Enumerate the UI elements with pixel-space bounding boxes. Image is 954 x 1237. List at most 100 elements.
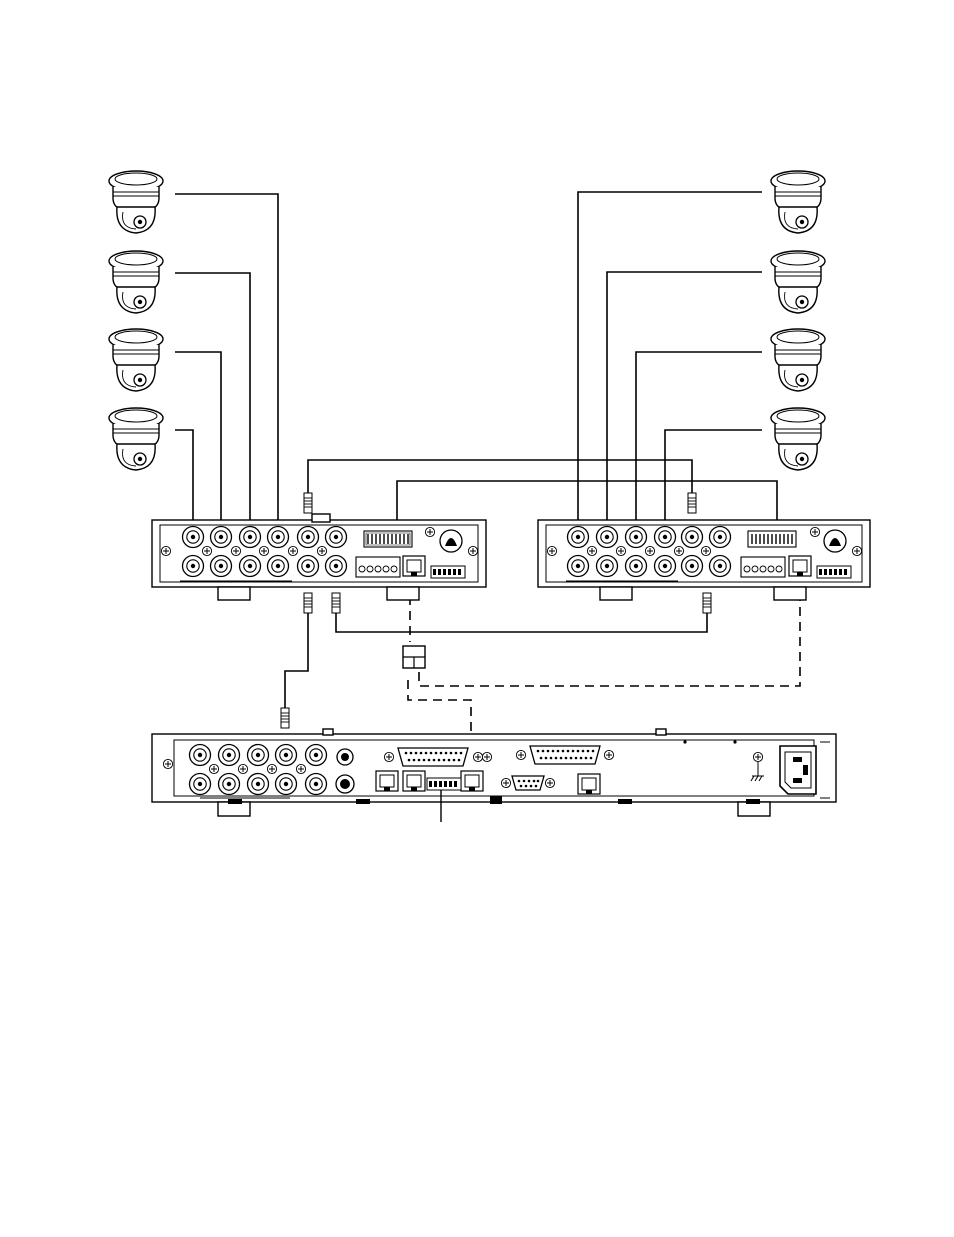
right-camera-group xyxy=(771,171,825,470)
video-output-connector xyxy=(326,527,347,548)
cable-left-camera-4 xyxy=(175,430,193,527)
ground-screw-icon xyxy=(753,752,762,761)
screw-icon xyxy=(501,778,510,787)
camera-cables xyxy=(175,192,762,527)
system-controller xyxy=(152,729,836,822)
video-input-connector xyxy=(276,774,297,795)
video-input-connector xyxy=(568,527,589,548)
bnc-plug-icon xyxy=(703,593,711,613)
video-input-connector xyxy=(268,556,289,577)
cable-right-camera-3 xyxy=(636,352,762,527)
screw-icon xyxy=(425,527,434,536)
bnc-plug-icon xyxy=(304,493,312,513)
dome-camera-icon xyxy=(771,408,825,470)
screw-icon xyxy=(317,546,326,555)
unit-foot xyxy=(387,587,419,600)
dome-camera-icon xyxy=(109,171,163,233)
bnc-plug-icon xyxy=(332,593,340,613)
screw-icon xyxy=(604,750,613,759)
screw-icon xyxy=(810,527,819,536)
right-receiver-unit xyxy=(538,520,870,600)
video-input-connector xyxy=(626,527,647,548)
video-input-connector xyxy=(268,527,289,548)
screw-icon xyxy=(259,546,268,555)
video-input-connector xyxy=(240,556,261,577)
bnc-plug-icon xyxy=(688,493,696,513)
controller-video-cable xyxy=(285,612,308,710)
d-sub-connector xyxy=(398,748,468,766)
video-output-connector xyxy=(682,527,703,548)
video-input-connector xyxy=(211,556,232,577)
video-input-connector xyxy=(568,556,589,577)
left-camera-group xyxy=(109,171,163,470)
dip-switch xyxy=(431,566,465,578)
cable-right-camera-1 xyxy=(578,192,762,527)
screw-icon xyxy=(852,546,861,555)
left-receiver-unit xyxy=(152,514,486,600)
video-input-connector xyxy=(190,745,211,766)
video-input-connector xyxy=(183,527,204,548)
modular-jack xyxy=(789,556,811,576)
modular-jack xyxy=(403,771,425,791)
screw-icon xyxy=(267,764,276,773)
right-unit-modular-dashed-cable xyxy=(419,592,800,686)
screw-icon xyxy=(202,546,211,555)
screw-icon xyxy=(384,752,393,761)
modular-jack xyxy=(461,771,483,791)
modular-jack xyxy=(376,771,398,791)
video-input-connector xyxy=(248,774,269,795)
cable-left-camera-1 xyxy=(175,194,278,527)
dip-switch xyxy=(427,778,461,790)
video-input-connector xyxy=(306,745,327,766)
screw-icon xyxy=(545,778,554,787)
bnc-plug-icon xyxy=(281,708,289,728)
screw-icon xyxy=(587,546,596,555)
data-link-cable xyxy=(397,481,777,524)
screw-icon xyxy=(547,546,556,555)
bnc-plug-icon xyxy=(304,593,312,613)
d-sub-9-connector xyxy=(512,776,544,790)
video-output-connector xyxy=(682,556,703,577)
video-output-connector xyxy=(710,527,731,548)
video-output-connector xyxy=(326,556,347,577)
unit-foot xyxy=(218,802,250,816)
video-input-connector xyxy=(655,527,676,548)
screw-icon xyxy=(163,759,172,768)
video-input-connector xyxy=(248,745,269,766)
cable-right-camera-4 xyxy=(665,430,762,527)
d-sub-connector xyxy=(530,746,600,764)
cable-left-camera-3 xyxy=(175,352,221,527)
screw-icon xyxy=(238,764,247,773)
video-input-connector xyxy=(655,556,676,577)
screw-icon xyxy=(296,764,305,773)
screw-icon xyxy=(209,764,218,773)
video-output-connector xyxy=(298,556,319,577)
video-input-connector xyxy=(219,774,240,795)
video-input-connector xyxy=(240,527,261,548)
video-output-connector xyxy=(298,527,319,548)
modular-jack xyxy=(403,556,425,576)
interconnect-cables xyxy=(285,460,800,760)
screw-icon xyxy=(701,546,710,555)
dome-camera-icon xyxy=(771,251,825,313)
screw-icon xyxy=(473,752,482,761)
unit-foot xyxy=(774,587,806,600)
video-input-connector xyxy=(626,556,647,577)
dip-switch xyxy=(817,566,851,578)
dome-camera-icon xyxy=(109,408,163,470)
dome-camera-icon xyxy=(109,251,163,313)
loop-link-cable xyxy=(336,612,707,632)
unit-foot xyxy=(218,587,250,600)
screw-icon xyxy=(482,752,491,761)
unit-foot xyxy=(600,587,632,600)
screw-icon xyxy=(516,750,525,759)
screw-icon xyxy=(616,546,625,555)
video-input-connector xyxy=(597,556,618,577)
dome-camera-icon xyxy=(109,329,163,391)
video-output-connector xyxy=(710,556,731,577)
video-input-connector xyxy=(183,556,204,577)
screw-icon xyxy=(468,546,477,555)
screw-icon xyxy=(231,546,240,555)
video-input-connector xyxy=(306,774,327,795)
screw-icon xyxy=(674,546,683,555)
